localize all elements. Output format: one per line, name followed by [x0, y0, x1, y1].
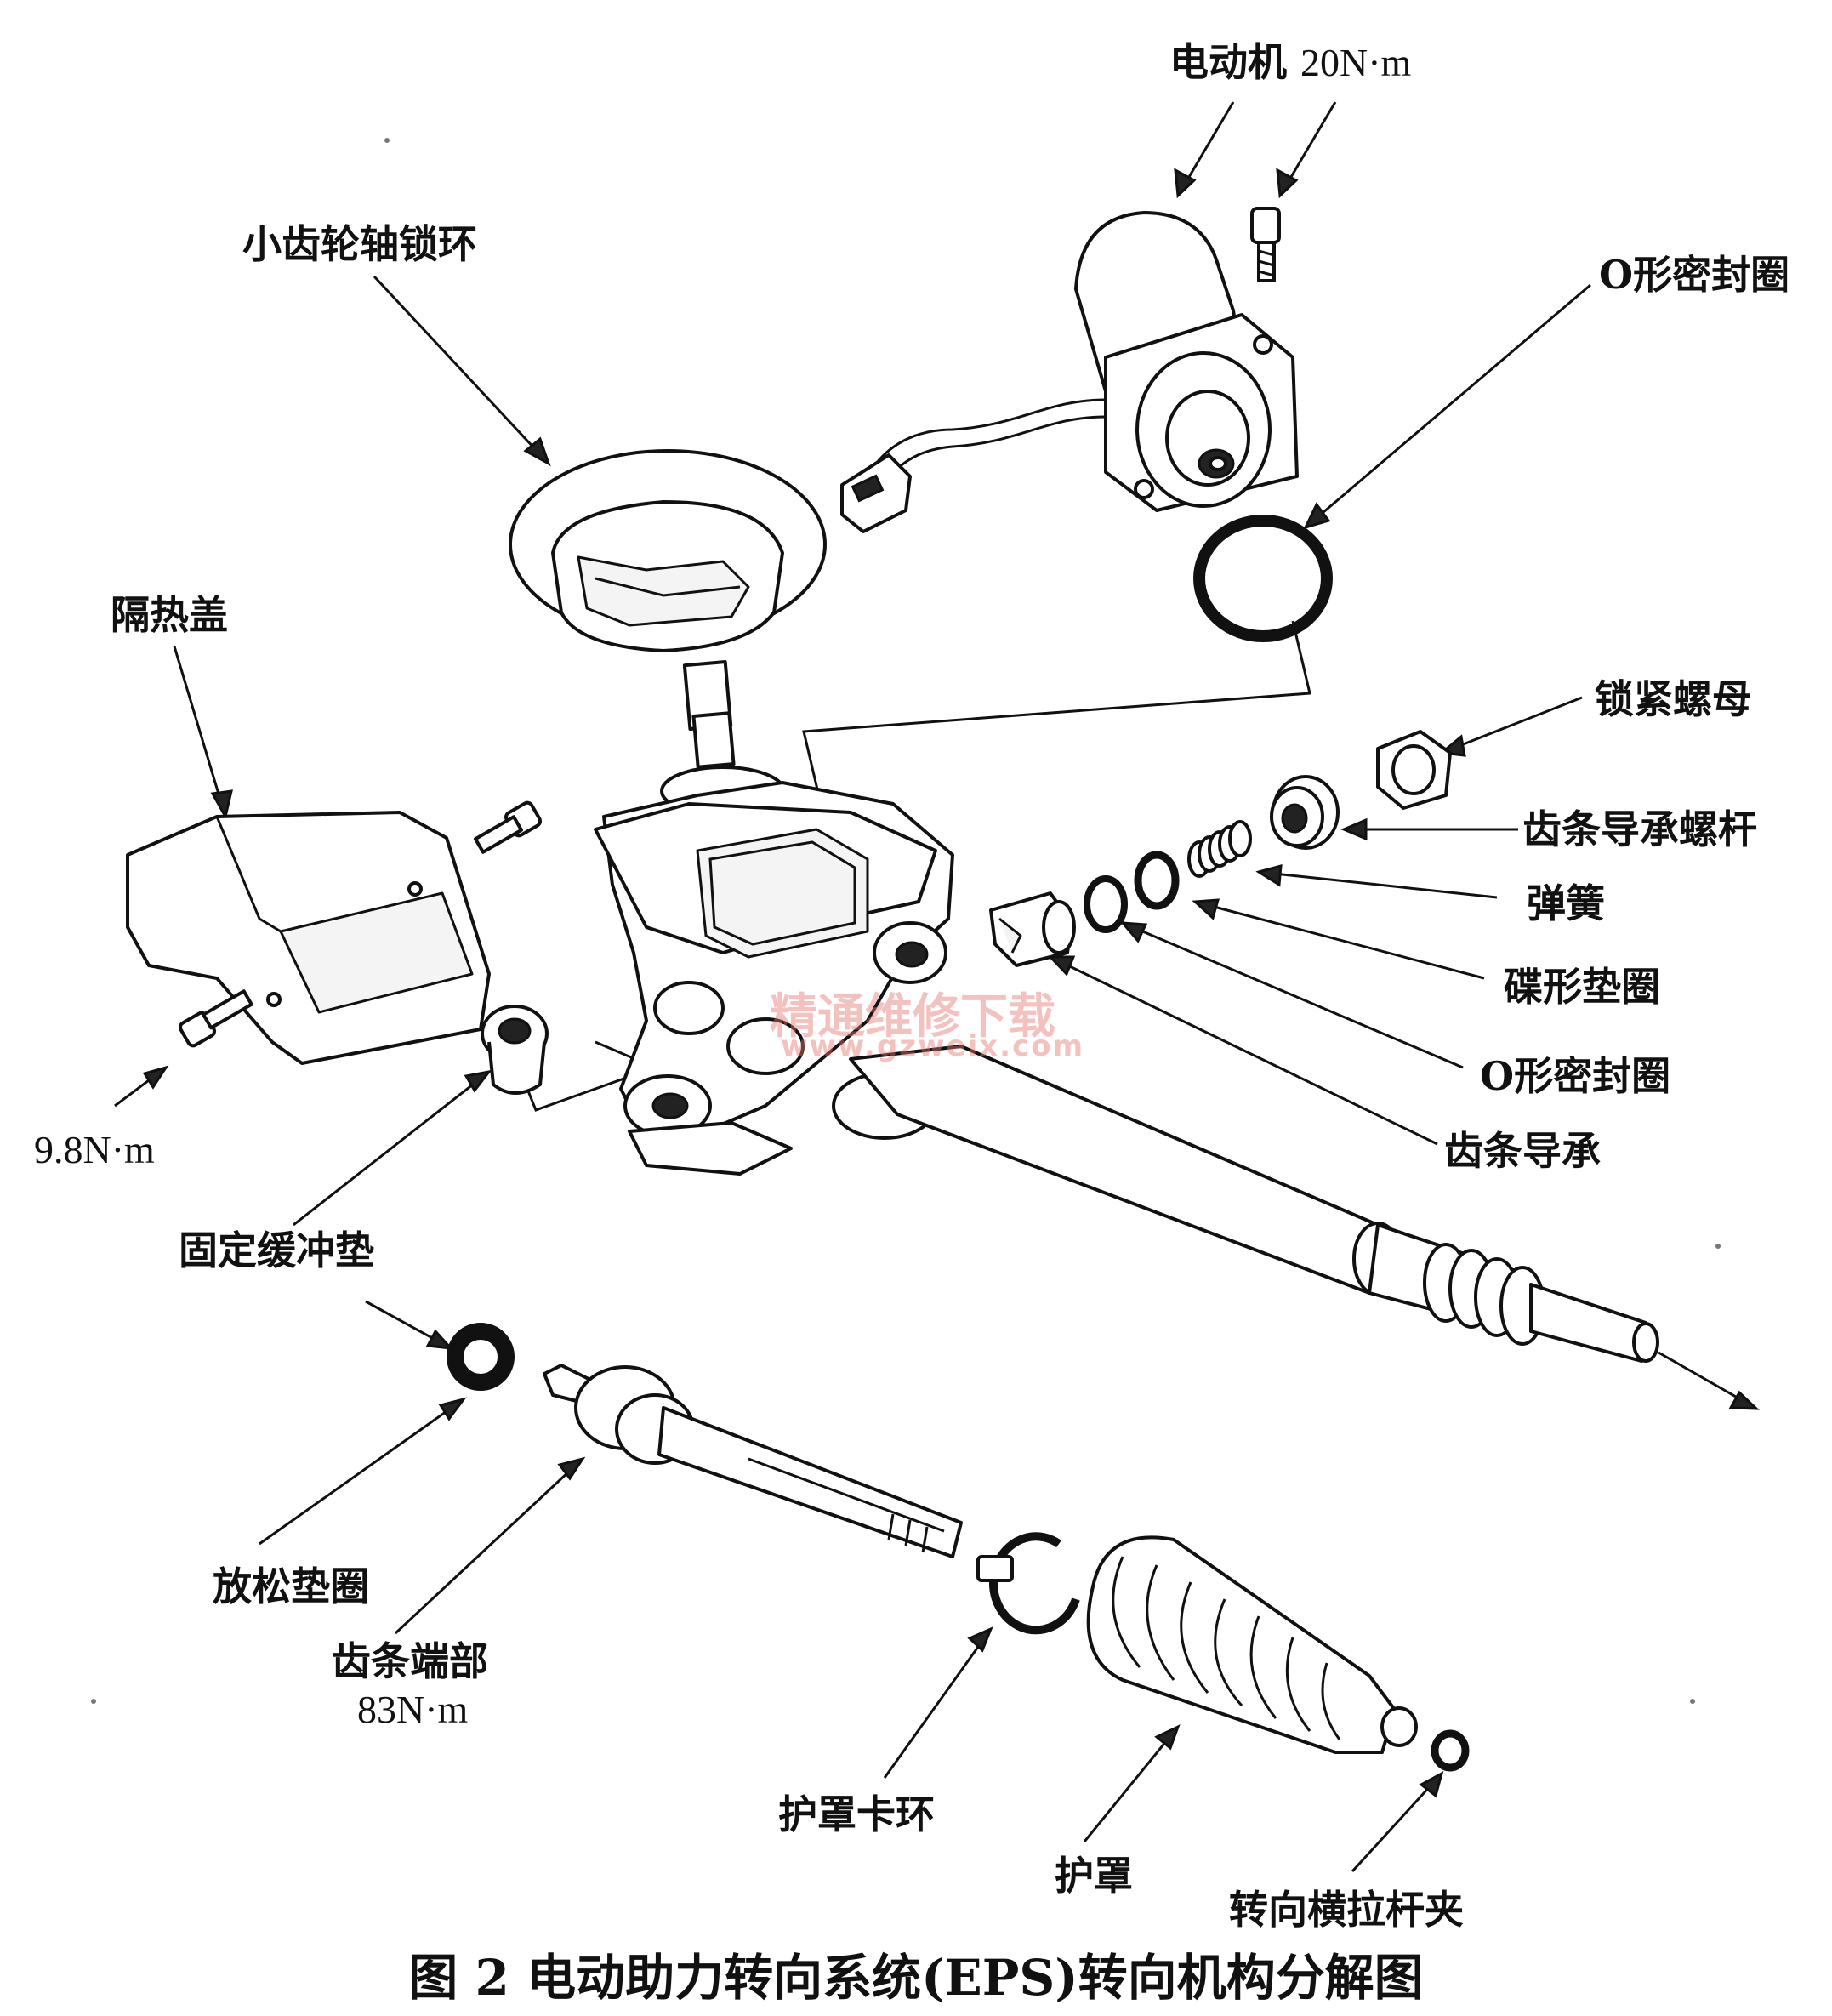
label-tie-rod-clip: 转向横拉杆夹 [1229, 1887, 1464, 1933]
label-mount-cushion: 固定缓冲垫 [179, 1227, 374, 1273]
shield-bolt-upper [473, 800, 543, 854]
label-disc-washer: 碟形垫圈 [1504, 964, 1660, 1010]
tie-rod-clip [1431, 1729, 1470, 1772]
label-spring: 弹簧 [1527, 880, 1605, 926]
motor-bolt [1250, 207, 1281, 282]
figure-caption: 图 2 电动助力转向系统(EPS)转向机构分解图 [408, 1949, 1424, 2007]
label-heat-shield: 隔热盖 [111, 592, 228, 638]
label-motor-text: 电动机 [1169, 39, 1287, 85]
label-rack-end-torque: 83N·m [357, 1688, 469, 1731]
lock-nut [1376, 730, 1452, 810]
boot [1086, 1535, 1418, 1754]
label-lock-washer: 放松垫圈 [213, 1563, 369, 1609]
o-ring-top [1193, 515, 1333, 642]
mount-cushion [481, 1005, 549, 1095]
rack-guide-screw [1270, 775, 1340, 850]
rack-tube [849, 1045, 1760, 1410]
label-pinion-lock-ring: 小齿轮轴锁环 [242, 221, 477, 267]
motor [840, 211, 1299, 533]
rack-end [543, 1364, 963, 1558]
label-motor: 电动机 20N·m [1169, 41, 1411, 85]
assembly-guide-lines [526, 620, 1311, 1112]
background-dots [91, 138, 1721, 1704]
label-rack-guide-screw: 齿条导承螺杆 [1522, 806, 1757, 852]
heat-shield [126, 811, 491, 1065]
shield-bolt-lower [178, 989, 253, 1048]
spring [1187, 820, 1252, 878]
watermark-url: www.gzweix.com [781, 1029, 1085, 1063]
leader-lines [114, 101, 1591, 1873]
steering-gear-housing [594, 660, 954, 1176]
label-boot-clamp: 护罩卡环 [778, 1791, 935, 1837]
boot-clamp [976, 1532, 1080, 1635]
label-boot: 护罩 [1055, 1853, 1133, 1899]
label-lock-nut: 锁紧螺母 [1595, 676, 1751, 722]
pinion-lock-ring [509, 449, 827, 652]
label-o-ring-top: O形密封圈 [1599, 252, 1790, 298]
o-ring-mid [1084, 875, 1128, 933]
disc-washer [1134, 851, 1180, 910]
label-shield-torque: 9.8N·m [34, 1128, 155, 1171]
label-motor-torque: 20N·m [1300, 41, 1412, 84]
label-rack-guide: 齿条导承 [1444, 1128, 1601, 1174]
rack-guide [989, 891, 1076, 967]
label-rack-end: 齿条端部 [332, 1638, 488, 1684]
lock-washer [447, 1323, 515, 1391]
label-o-ring-mid: O形密封圈 [1480, 1053, 1671, 1099]
watermark-text: 精通维修下载 [770, 989, 1055, 1045]
